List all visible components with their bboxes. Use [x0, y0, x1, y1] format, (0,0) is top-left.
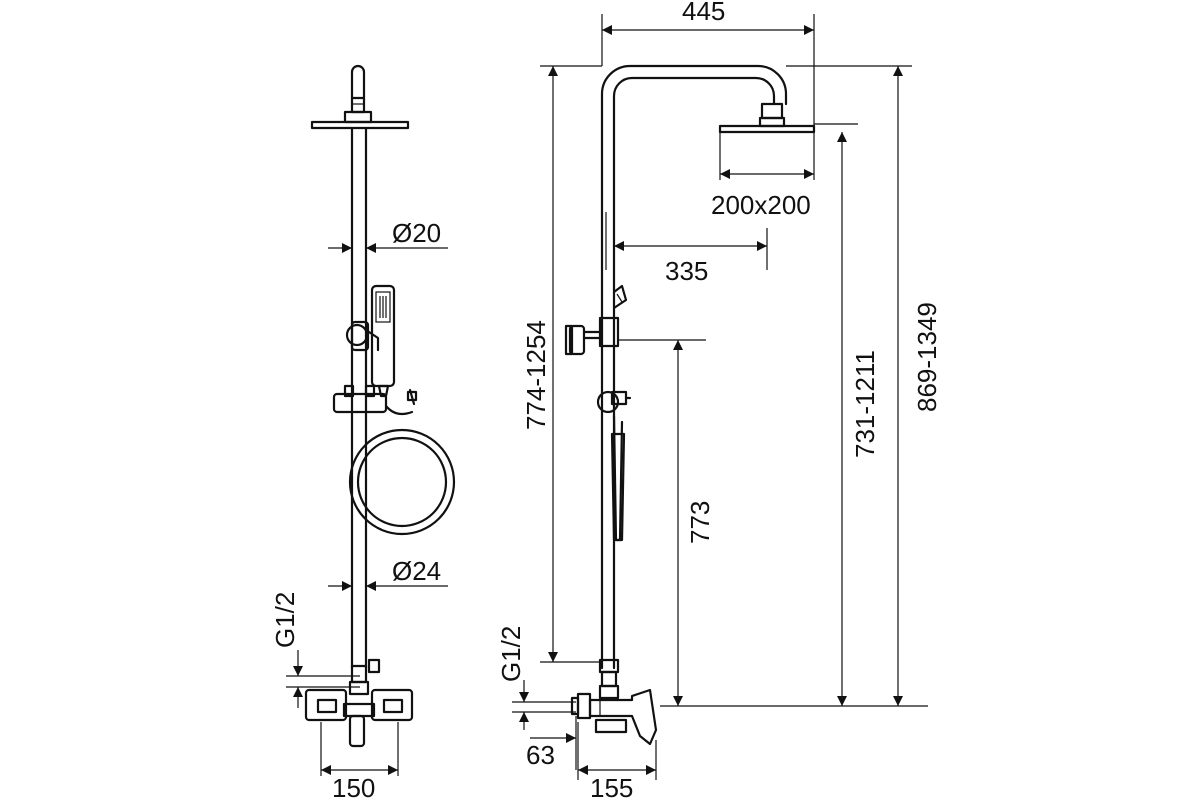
dim-thread-side: G1/2	[496, 626, 576, 730]
front-shower-arm	[350, 64, 366, 114]
dim-head-size: 200x200	[711, 132, 815, 220]
label-thread-side: G1/2	[496, 626, 526, 682]
label-arm-reach: 445	[682, 0, 725, 26]
front-slider-bracket	[332, 384, 388, 414]
label-mixer-depth: 155	[590, 773, 633, 800]
dim-pipe-diameter-upper: Ø20	[328, 218, 448, 253]
label-head-size: 200x200	[711, 190, 811, 220]
label-height-head: 731-1211	[850, 350, 880, 458]
label-pipe-diameter-lower: Ø24	[392, 556, 441, 586]
dim-arm-reach: 445	[601, 0, 815, 126]
label-height-slider: 773	[685, 501, 715, 544]
label-height-riser: 774-1254	[521, 320, 551, 430]
front-hand-shower	[370, 284, 396, 398]
label-mixer-width: 150	[332, 773, 375, 800]
dim-arm-offset: 335	[605, 212, 768, 286]
side-mixer-body	[570, 658, 658, 746]
side-hand-shower	[612, 284, 628, 310]
label-height-total: 869-1349	[912, 302, 942, 412]
dim-mixer-depth: 155	[577, 722, 657, 800]
front-hose-loop	[348, 388, 456, 536]
label-thread-front: G1/2	[270, 592, 300, 648]
label-arm-offset: 335	[665, 256, 708, 286]
label-pipe-diameter-upper: Ø20	[392, 218, 441, 248]
front-hand-shower-holder	[345, 320, 380, 352]
side-view: 445 200x200 335 774-1254	[496, 0, 942, 800]
dim-pipe-diameter-lower: Ø24	[328, 556, 448, 591]
dim-thread-front: G1/2	[270, 592, 360, 708]
front-mixer-body	[304, 658, 414, 748]
side-slider-hose	[596, 390, 632, 542]
dim-outlet-offset: 63	[526, 716, 577, 770]
side-shower-head	[718, 102, 816, 134]
label-outlet-offset: 63	[526, 740, 555, 770]
dim-mixer-width: 150	[320, 722, 399, 800]
dim-height-riser: 774-1254	[521, 65, 602, 663]
front-shower-head	[310, 110, 410, 130]
dim-height-slider: 773	[618, 339, 928, 707]
front-riser-pipe	[350, 126, 368, 670]
front-view: Ø20 Ø24 G1/2 150	[270, 64, 456, 800]
side-riser-arm	[600, 64, 788, 670]
dim-height-head: 731-1211	[814, 123, 880, 706]
side-diverter-knob	[564, 316, 620, 356]
dim-height-total: 869-1349	[786, 65, 942, 706]
